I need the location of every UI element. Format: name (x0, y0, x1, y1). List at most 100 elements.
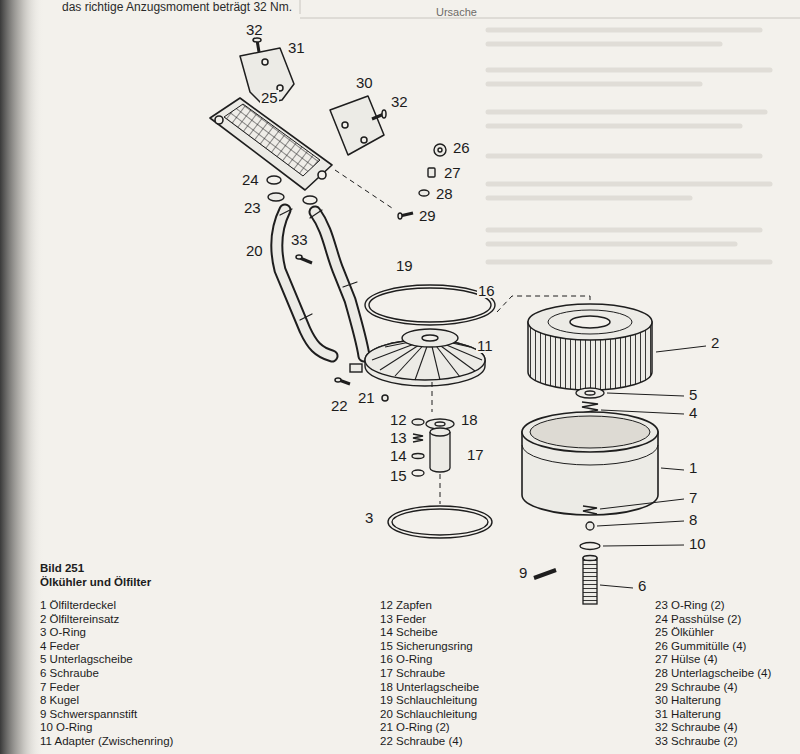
table-rule (300, 0, 301, 14)
parts-list-item: 14 Scheibe (380, 626, 438, 639)
faded-page-text (488, 260, 770, 265)
hose-line (315, 212, 364, 356)
mounting-parts (438, 148, 442, 152)
callout-number: 2 (710, 335, 720, 350)
faded-text: Ursache (436, 6, 477, 18)
parts-list-item: 1 Ölfilterdeckel (40, 599, 116, 612)
bracket (361, 137, 367, 143)
parts-list-item: 18 Unterlagscheibe (380, 681, 479, 694)
parts-list-item: 7 Feder (40, 681, 80, 694)
parts-list-item: 32 Schraube (4) (655, 721, 737, 734)
callout-number: 33 (290, 232, 309, 247)
parts-list-item: 30 Halterung (655, 694, 721, 707)
small-parts (430, 432, 450, 472)
callout-number: 19 (395, 258, 414, 273)
parts-list-item: 8 Kugel (40, 694, 79, 707)
table-rule (300, 0, 800, 18)
screw (253, 38, 261, 42)
parts-list-item: 22 Schraube (4) (380, 735, 462, 748)
parts-list-item: 9 Schwerspannstift (40, 708, 137, 721)
parts-list-item: 29 Schraube (4) (655, 681, 737, 694)
parts-list-item: 12 Zapfen (380, 599, 432, 612)
parts-list-item: 19 Schlauchleitung (380, 694, 477, 707)
small-parts (412, 419, 424, 425)
bracket (240, 48, 384, 155)
callout-number: 17 (466, 447, 485, 462)
screw (382, 110, 386, 118)
leader-line (607, 393, 684, 396)
valve-parts (580, 543, 600, 550)
parts-list-item: 2 Ölfiltereinsatz (40, 613, 119, 626)
hose-line (280, 209, 357, 320)
callout-number: 14 (389, 448, 408, 463)
oil-cooler (210, 98, 332, 190)
leader-line (603, 545, 684, 546)
parts-list-item: 5 Unterlagscheibe (40, 653, 133, 666)
faded-page-text (488, 182, 770, 187)
callout-number: 15 (389, 468, 408, 483)
callout-number: 25 (260, 90, 279, 105)
parts-list-item: 23 O-Ring (2) (655, 599, 725, 612)
faded-page-text (488, 228, 760, 233)
spring-washer (576, 388, 604, 398)
figure-number: Bild 251 (40, 562, 84, 575)
assembly-line (440, 474, 441, 504)
bracket (330, 96, 384, 155)
callout-number: 5 (688, 387, 698, 402)
leader-line (597, 346, 706, 588)
o-ring (365, 285, 495, 325)
faded-page-text (488, 242, 735, 247)
bracket (240, 48, 294, 104)
parts-list-item: 4 Feder (40, 640, 80, 653)
oil-cooler (215, 116, 223, 124)
callout-number: 11 (476, 338, 494, 353)
callout-number: 7 (688, 490, 698, 505)
adapter (422, 335, 438, 341)
parts-list-item: 28 Unterlagscheibe (4) (655, 667, 771, 680)
parts-list-item: 13 Feder (380, 613, 426, 626)
callout-number: 26 (452, 140, 471, 155)
faded-page-text (488, 196, 690, 201)
callout-number: 28 (435, 186, 454, 201)
small-parts (412, 419, 454, 476)
callout-number: 32 (245, 22, 264, 37)
valve-parts (586, 522, 594, 530)
callout-number: 16 (477, 283, 496, 298)
bracket (262, 59, 268, 65)
leader-line (600, 499, 684, 509)
parts-list-item: 31 Halterung (655, 708, 721, 721)
oil-cooler (210, 98, 332, 190)
callout-number: 22 (330, 398, 349, 413)
leader-line (597, 521, 684, 526)
callout-number: 13 (389, 430, 408, 445)
adapter (350, 364, 362, 372)
parts-list-item: 17 Schraube (380, 667, 445, 680)
spring-washer (585, 391, 595, 395)
callout-number: 24 (241, 172, 260, 187)
callout-number: 12 (389, 412, 408, 427)
figure-caption: Ölkühler und Ölfilter (40, 576, 151, 589)
small-parts (412, 454, 424, 459)
filter-insert (570, 316, 610, 328)
parts-list-item: 21 O-Ring (2) (380, 721, 450, 734)
faded-page-text (488, 124, 740, 129)
o-ring (267, 176, 281, 184)
parts-list-item: 33 Schraube (2) (655, 735, 737, 748)
paper-ground (0, 0, 44, 754)
o-ring (365, 285, 495, 325)
valve-parts (583, 556, 597, 561)
hose-line (277, 209, 364, 356)
mounting-parts (398, 213, 402, 219)
parts-list-item: 16 O-Ring (380, 653, 432, 666)
callout-number: 8 (688, 512, 698, 527)
leader-line (661, 468, 684, 470)
valve-parts (534, 570, 556, 578)
callout-number: 1 (688, 460, 698, 475)
mounting-parts (428, 168, 435, 177)
leader-line (600, 585, 633, 588)
mounting-parts (419, 190, 429, 196)
parts-list-item: 10 O-Ring (40, 721, 92, 734)
callout-number: 18 (460, 412, 479, 427)
